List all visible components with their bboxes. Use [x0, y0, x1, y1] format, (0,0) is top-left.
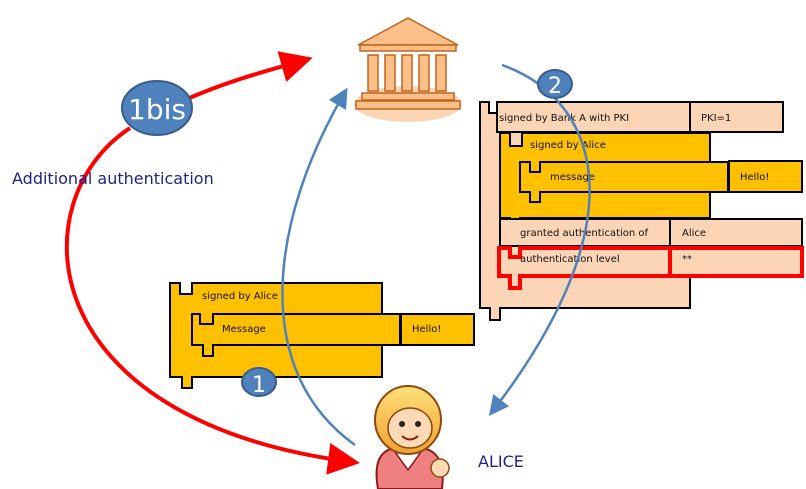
pki-value: PKI=1 [701, 113, 731, 124]
badge-1bis: 1bis [121, 80, 193, 136]
arrow-alice-to-bank [281, 87, 356, 447]
auth-level-label: authentication level [520, 254, 620, 265]
bank-message-label: message [550, 172, 595, 183]
badge-2-label: 2 [548, 74, 562, 99]
alice-label: ALICE [478, 452, 524, 471]
alice-signed-token [169, 282, 475, 389]
arrow-1bis-to-bank [184, 51, 313, 102]
alice-signed-by-label: signed by Alice [202, 291, 278, 302]
badge-2: 2 [537, 69, 573, 99]
badge-1: 1 [241, 367, 277, 398]
bank-signed-token [479, 101, 804, 321]
badge-1-label: 1 [252, 373, 266, 398]
bank-icon [354, 17, 462, 122]
inner-signed-by-label: signed by Alice [530, 140, 606, 151]
alice-avatar-icon [374, 385, 450, 489]
alice-message-value: Hello! [412, 324, 441, 335]
bank-message-value: Hello! [740, 172, 769, 183]
arrow-1bis-to-alice [64, 126, 360, 475]
bank-signed-by-label: signed by Bank A with PKI [499, 113, 629, 124]
additional-authentication-label: Additional authentication [12, 169, 214, 188]
granted-value: Alice [682, 228, 706, 239]
alice-message-label: Message [222, 324, 266, 335]
badge-1bis-label: 1bis [128, 93, 186, 126]
auth-level-value: ** [682, 254, 692, 265]
